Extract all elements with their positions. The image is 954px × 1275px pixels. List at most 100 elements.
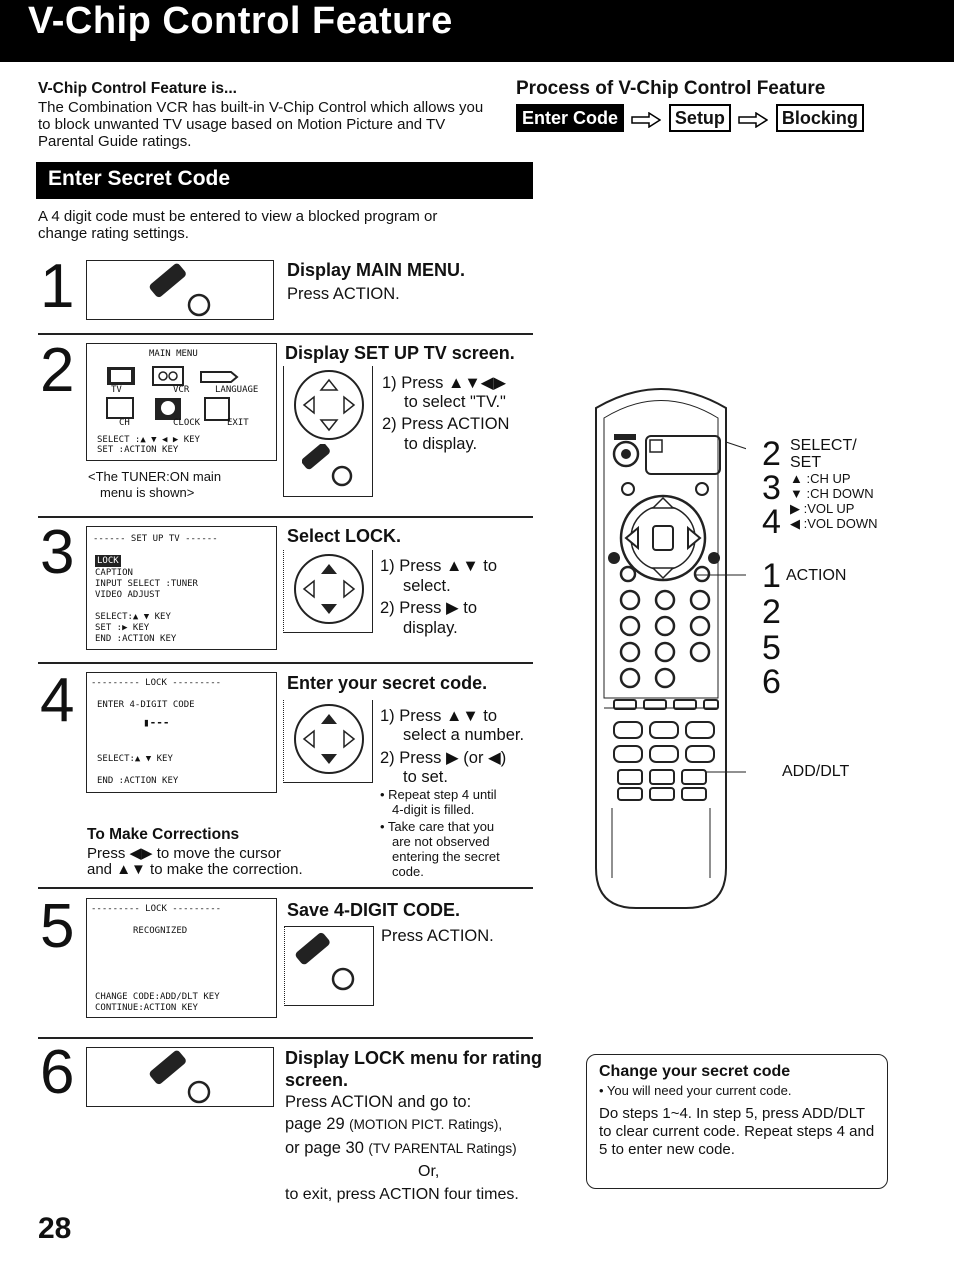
step-5-title: Save 4-DIGIT CODE.: [287, 900, 461, 920]
process-flow: Enter Code Setup Blocking: [516, 104, 864, 132]
step-1-text: Press ACTION.: [287, 285, 400, 303]
icon-label-tv: TV: [111, 385, 122, 395]
step-6-or: Or,: [418, 1163, 440, 1180]
menu-icons: [106, 366, 239, 421]
divider: [38, 333, 533, 335]
step-3-title: Select LOCK.: [287, 526, 402, 546]
process-heading: Process of V-Chip Control Feature: [516, 78, 826, 99]
screen-row-selected: LOCK: [95, 555, 121, 567]
callout-label: ▼ :CH DOWN: [790, 486, 874, 501]
screen-line: SELECT:▲ ▼ KEY: [97, 754, 173, 764]
dpad-arrows-icon: [302, 564, 356, 614]
screen-line: SET :ACTION KEY: [97, 445, 179, 455]
screen-title: ------ SET UP TV ------: [93, 534, 218, 544]
screen-line: END :ACTION KEY: [97, 776, 179, 786]
number-keypad: [619, 589, 711, 689]
step-6-title: Display LOCK menu for rating screen.: [285, 1048, 543, 1090]
corrections-text: Press ◀▶ to move the cursor: [87, 845, 281, 862]
change-code-note: • You will need your current code.: [599, 1083, 792, 1098]
callout-number: 1: [762, 557, 781, 595]
icon-label-language: LANGUAGE: [215, 385, 259, 395]
setup-tv-screen: ------ SET UP TV ------ LOCK CAPTION INP…: [86, 526, 277, 650]
title-bar: V-Chip Control Feature: [0, 0, 954, 62]
callout-label: ACTION: [786, 567, 847, 584]
step-6-exit: to exit, press ACTION four times.: [285, 1186, 519, 1203]
intro-text: The Combination VCR has built-in V-Chip …: [38, 99, 484, 150]
dpad-arrows-icon: [302, 714, 356, 764]
dpad-icon: [294, 704, 364, 774]
step-3-text: display.: [403, 619, 458, 637]
step-3-number: 3: [40, 518, 75, 587]
step-2-text: 2) Press ACTION: [382, 415, 510, 433]
callout-number: 5: [762, 629, 781, 667]
remote-control-illustration: [595, 388, 746, 909]
step-5-text: Press ACTION.: [381, 927, 494, 945]
page-ref-note: (TV PARENTAL Ratings): [368, 1141, 517, 1156]
step-4-bullet: entering the secret: [392, 849, 500, 864]
screen-line: ENTER 4-DIGIT CODE: [97, 700, 195, 710]
screen-line: SELECT:▲ ▼ KEY: [95, 612, 171, 622]
step-5-number: 5: [40, 892, 75, 961]
section-title: Enter Secret Code: [48, 167, 231, 190]
divider: [38, 662, 533, 664]
step-1-number: 1: [40, 252, 75, 321]
process-step-blocking: Blocking: [775, 104, 864, 132]
corrections-text: and ▲▼ to make the correction.: [87, 861, 303, 878]
step-6-page29: page 29 (MOTION PICT. Ratings),: [285, 1115, 502, 1134]
remote-graphic: [283, 550, 373, 633]
step-3-text: 2) Press ▶ to: [380, 599, 478, 617]
step-4-bullet: • Repeat step 4 until: [380, 787, 497, 802]
step-2-number: 2: [40, 336, 75, 405]
arrow-right-icon: [631, 111, 662, 128]
screen-line: CHANGE CODE:ADD/DLT KEY: [95, 992, 220, 1002]
dpad-icon: [294, 370, 364, 440]
callout-number: 6: [762, 663, 781, 701]
step-4-number: 4: [40, 666, 75, 735]
step-3-text: 1) Press ▲▼ to: [380, 557, 498, 575]
callout-number: 2: [762, 593, 781, 631]
step-4-bullet: 4-digit is filled.: [392, 802, 475, 817]
icon-label-exit: EXIT: [227, 418, 249, 428]
action-button-graphic: [284, 926, 374, 1006]
screen-line: RECOGNIZED: [133, 926, 188, 936]
section-text: A 4 digit code must be entered to view a…: [38, 208, 438, 242]
step-4-text: 1) Press ▲▼ to: [380, 707, 498, 725]
change-code-title: Change your secret code: [599, 1063, 791, 1080]
arrow-right-icon: [738, 111, 769, 128]
step-2-text: to select "TV.": [404, 393, 506, 411]
page-ref-note: (MOTION PICT. Ratings),: [349, 1117, 503, 1132]
action-button-graphic: [86, 260, 274, 320]
step-6-text: Press ACTION and go to:: [285, 1093, 472, 1111]
change-code-box: Change your secret code • You will need …: [586, 1054, 888, 1189]
icon-label-vcr: VCR: [173, 385, 190, 395]
remote-graphic: [283, 700, 373, 783]
action-hand-icon: [149, 263, 211, 317]
callout-label: ◀ :VOL DOWN: [790, 516, 878, 531]
corrections-heading: To Make Corrections: [87, 826, 240, 843]
action-button-graphic: [86, 1047, 274, 1107]
step-4-text: 2) Press ▶ (or ◀): [380, 749, 507, 767]
page-title: V-Chip Control Feature: [28, 0, 453, 42]
callout-label: ADD/DLT: [782, 763, 850, 780]
dpad-arrows-icon: [302, 378, 356, 432]
icon-label-ch: CH: [119, 418, 130, 428]
callout-label: ▶ :VOL UP: [790, 501, 855, 516]
step-6-number: 6: [40, 1038, 75, 1107]
callout-label: SELECT/: [790, 437, 857, 454]
callout-label: SET: [790, 454, 822, 471]
icon-label-clock: CLOCK: [173, 418, 201, 428]
callout-label: ▲ :CH UP: [790, 471, 851, 486]
step-2-note: menu is shown>: [100, 485, 195, 500]
step-3-text: select.: [403, 577, 451, 595]
callout-number: 2: [762, 435, 781, 473]
screen-row: VIDEO ADJUST: [95, 590, 161, 600]
code-cursor: ▮---: [143, 716, 170, 729]
step-2-title: Display SET UP TV screen.: [285, 343, 515, 363]
callout-number: 4: [762, 503, 781, 541]
step-4-bullet: code.: [392, 864, 424, 879]
divider: [38, 1037, 533, 1039]
main-menu-screen: MAIN MENU TV VCR LANGUAGE CH CLOCK EXIT …: [86, 343, 277, 461]
step-4-text: select a number.: [403, 726, 525, 744]
screen-line: CONTINUE:ACTION KEY: [95, 1003, 198, 1013]
page-ref: or page 30: [285, 1139, 364, 1157]
